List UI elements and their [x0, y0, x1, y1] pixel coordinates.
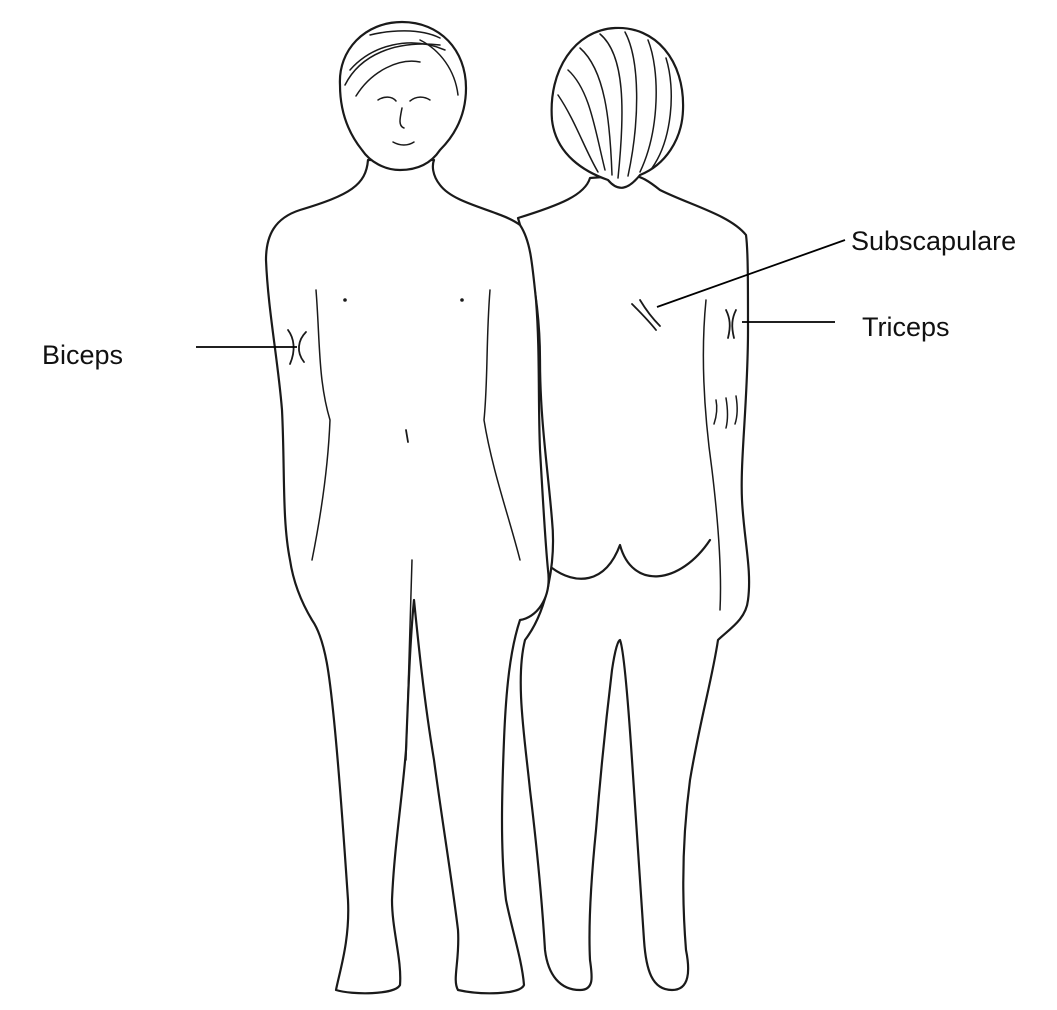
biceps-label: Biceps — [42, 340, 123, 370]
front-view-head — [340, 22, 466, 170]
back-view-silhouette — [518, 175, 749, 990]
subscapulare-label: Subscapulare — [851, 226, 1016, 256]
triceps-label: Triceps — [862, 312, 950, 342]
front-view-figure — [266, 22, 549, 993]
back-view-figure — [518, 28, 749, 990]
front-view-silhouette — [266, 160, 549, 993]
back-view-head — [552, 28, 683, 188]
